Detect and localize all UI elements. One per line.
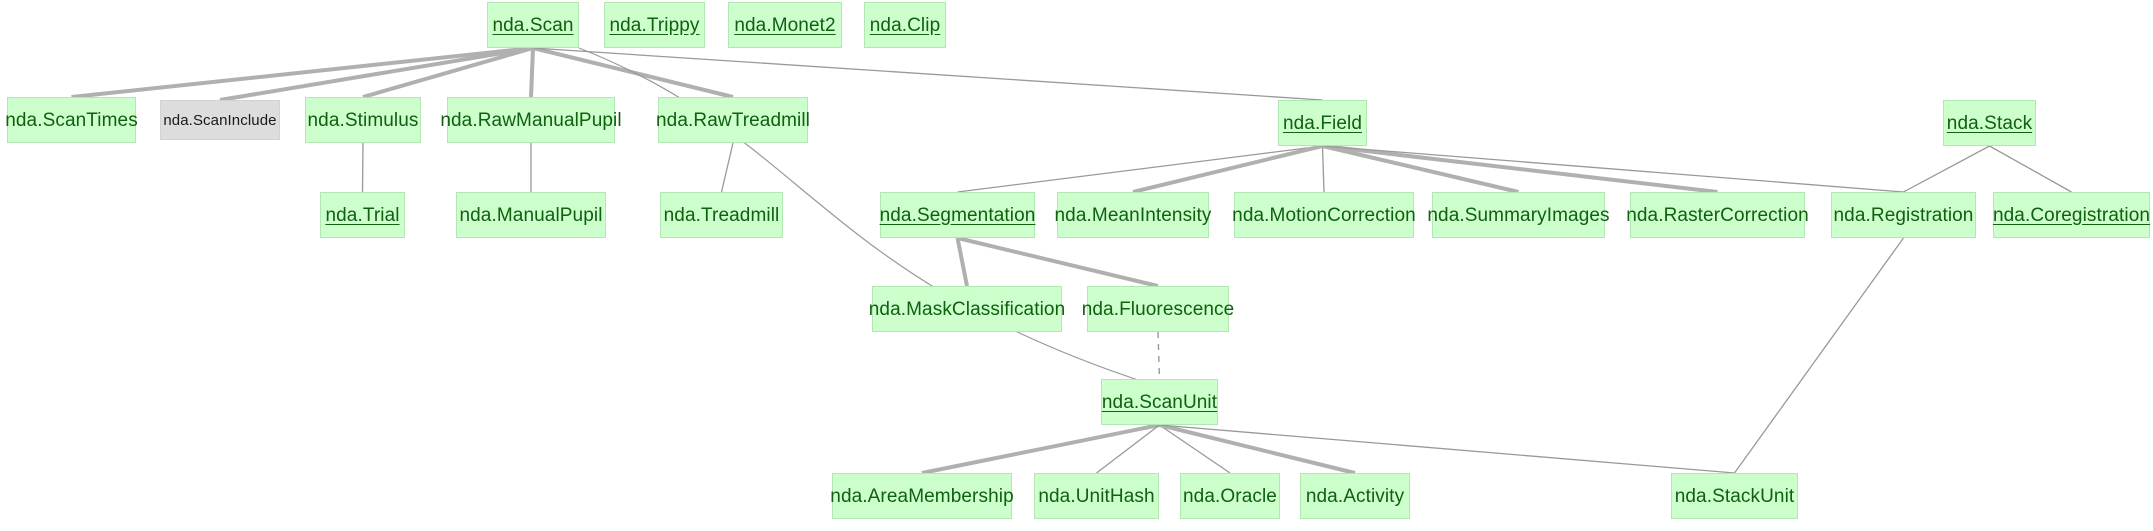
erd-node-label: nda.ScanTimes	[5, 109, 138, 131]
erd-node-treadmill[interactable]: nda.Treadmill	[660, 192, 783, 238]
erd-node-label: nda.ManualPupil	[459, 204, 603, 226]
erd-node-registration[interactable]: nda.Registration	[1831, 192, 1976, 238]
erd-node-label: nda.Scan	[492, 14, 574, 36]
erd-node-meanintensity[interactable]: nda.MeanIntensity	[1055, 192, 1211, 238]
erd-node-label: nda.AreaMembership	[830, 485, 1014, 507]
erd-node-label: nda.Clip	[869, 14, 941, 36]
erd-node-label: nda.Registration	[1833, 204, 1974, 226]
erd-node-label: nda.MeanIntensity	[1054, 204, 1212, 226]
erd-edge-scanunit-stackunit	[1159, 424, 1735, 474]
erd-node-label: nda.Field	[1282, 112, 1363, 134]
erd-node-label: nda.RasterCorrection	[1626, 204, 1809, 226]
erd-node-label: nda.RawManualPupil	[440, 109, 622, 131]
erd-node-scaninclude[interactable]: nda.ScanInclude	[160, 100, 280, 140]
erd-node-motioncorrection[interactable]: nda.MotionCorrection	[1232, 192, 1416, 238]
erd-node-label: nda.Monet2	[734, 14, 836, 36]
erd-edge-scanunit-activity	[1159, 423, 1356, 475]
erd-node-summaryimages[interactable]: nda.SummaryImages	[1427, 192, 1610, 238]
erd-node-areamembership[interactable]: nda.AreaMembership	[830, 473, 1014, 519]
erd-edge-field-segmentation	[957, 145, 1323, 193]
erd-node-stackunit[interactable]: nda.StackUnit	[1671, 473, 1798, 519]
erd-node-label: nda.Stimulus	[307, 109, 419, 131]
erd-edge-field-meanintensity	[1132, 144, 1323, 194]
erd-node-field[interactable]: nda.Field	[1278, 100, 1367, 146]
erd-node-trial[interactable]: nda.Trial	[320, 192, 405, 238]
erd-node-scan[interactable]: nda.Scan	[487, 2, 579, 48]
erd-node-maskclassification[interactable]: nda.MaskClassification	[869, 286, 1065, 332]
erd-edge-scan-stimulus	[362, 46, 534, 99]
erd-node-label: nda.Segmentation	[879, 204, 1036, 226]
erd-node-label: nda.Activity	[1305, 485, 1405, 507]
erd-edge-scanunit-unithash	[1096, 424, 1160, 474]
erd-edge-stack-registration	[1903, 145, 1990, 193]
erd-edge-scan-scaninclude	[219, 46, 534, 102]
erd-node-clip[interactable]: nda.Clip	[864, 2, 946, 48]
erd-node-activity[interactable]: nda.Activity	[1300, 473, 1410, 519]
erd-node-label: nda.MotionCorrection	[1232, 204, 1416, 226]
erd-edge-stack-coregistration	[1989, 145, 2072, 193]
erd-node-scanunit[interactable]: nda.ScanUnit	[1101, 379, 1218, 425]
erd-edge-field-summaryimages	[1322, 144, 1519, 194]
erd-node-label: nda.UnitHash	[1038, 485, 1155, 507]
erd-node-stack[interactable]: nda.Stack	[1943, 100, 2036, 146]
erd-edge-registration-stackunit	[1733, 237, 1905, 474]
erd-edge-scan-field	[532, 47, 1323, 101]
erd-node-label: nda.SummaryImages	[1427, 204, 1610, 226]
erd-edge-scanunit-areamembership	[921, 423, 1160, 475]
erd-edge-rawtreadmill-treadmill	[720, 142, 734, 193]
erd-edge-scan-scantimes	[71, 46, 534, 99]
erd-node-rastercorrection[interactable]: nda.RasterCorrection	[1626, 192, 1809, 238]
erd-node-label: nda.Coregistration	[1992, 204, 2151, 226]
erd-node-label: nda.Trippy	[609, 14, 700, 36]
erd-node-label: nda.MaskClassification	[868, 298, 1066, 320]
erd-node-manualpupil[interactable]: nda.ManualPupil	[456, 192, 606, 238]
erd-node-trippy[interactable]: nda.Trippy	[604, 2, 705, 48]
erd-edge-scan-rawmanualpupil	[529, 47, 535, 98]
erd-node-label: nda.ScanUnit	[1101, 391, 1218, 413]
erd-node-label: nda.Trial	[325, 204, 400, 226]
erd-edge-stimulus-trial	[361, 142, 364, 193]
erd-edge-fluorescence-scanunit	[1157, 331, 1161, 380]
erd-edge-segmentation-fluorescence	[957, 236, 1159, 288]
erd-node-monet2[interactable]: nda.Monet2	[728, 2, 842, 48]
erd-node-scantimes[interactable]: nda.ScanTimes	[5, 97, 138, 143]
erd-node-label: nda.Treadmill	[663, 204, 780, 226]
erd-node-label: nda.Oracle	[1183, 485, 1277, 507]
erd-edge-segmentation-maskclassification	[955, 237, 969, 287]
erd-node-label: nda.RawTreadmill	[656, 109, 811, 131]
erd-node-rawtreadmill[interactable]: nda.RawTreadmill	[656, 97, 810, 143]
erd-node-oracle[interactable]: nda.Oracle	[1180, 473, 1280, 519]
erd-node-rawmanualpupil[interactable]: nda.RawManualPupil	[440, 97, 622, 143]
erd-node-stimulus[interactable]: nda.Stimulus	[305, 97, 421, 143]
erd-node-label: nda.StackUnit	[1674, 485, 1795, 507]
erd-node-label: nda.Fluorescence	[1081, 298, 1235, 320]
erd-node-unithash[interactable]: nda.UnitHash	[1034, 473, 1159, 519]
erd-edge-scanunit-oracle	[1159, 424, 1231, 474]
erd-node-fluorescence[interactable]: nda.Fluorescence	[1082, 286, 1234, 332]
erd-edge-field-rastercorrection	[1322, 144, 1718, 194]
erd-edge-field-motioncorrection	[1321, 145, 1325, 193]
erd-node-label: nda.Stack	[1946, 112, 2033, 134]
erd-node-coregistration[interactable]: nda.Coregistration	[1993, 192, 2150, 238]
erd-node-label: nda.ScanInclude	[163, 111, 277, 129]
erd-edge-field-registration	[1322, 145, 1904, 193]
erd-edge-scan-rawtreadmill	[532, 46, 734, 99]
erd-node-segmentation[interactable]: nda.Segmentation	[880, 192, 1035, 238]
